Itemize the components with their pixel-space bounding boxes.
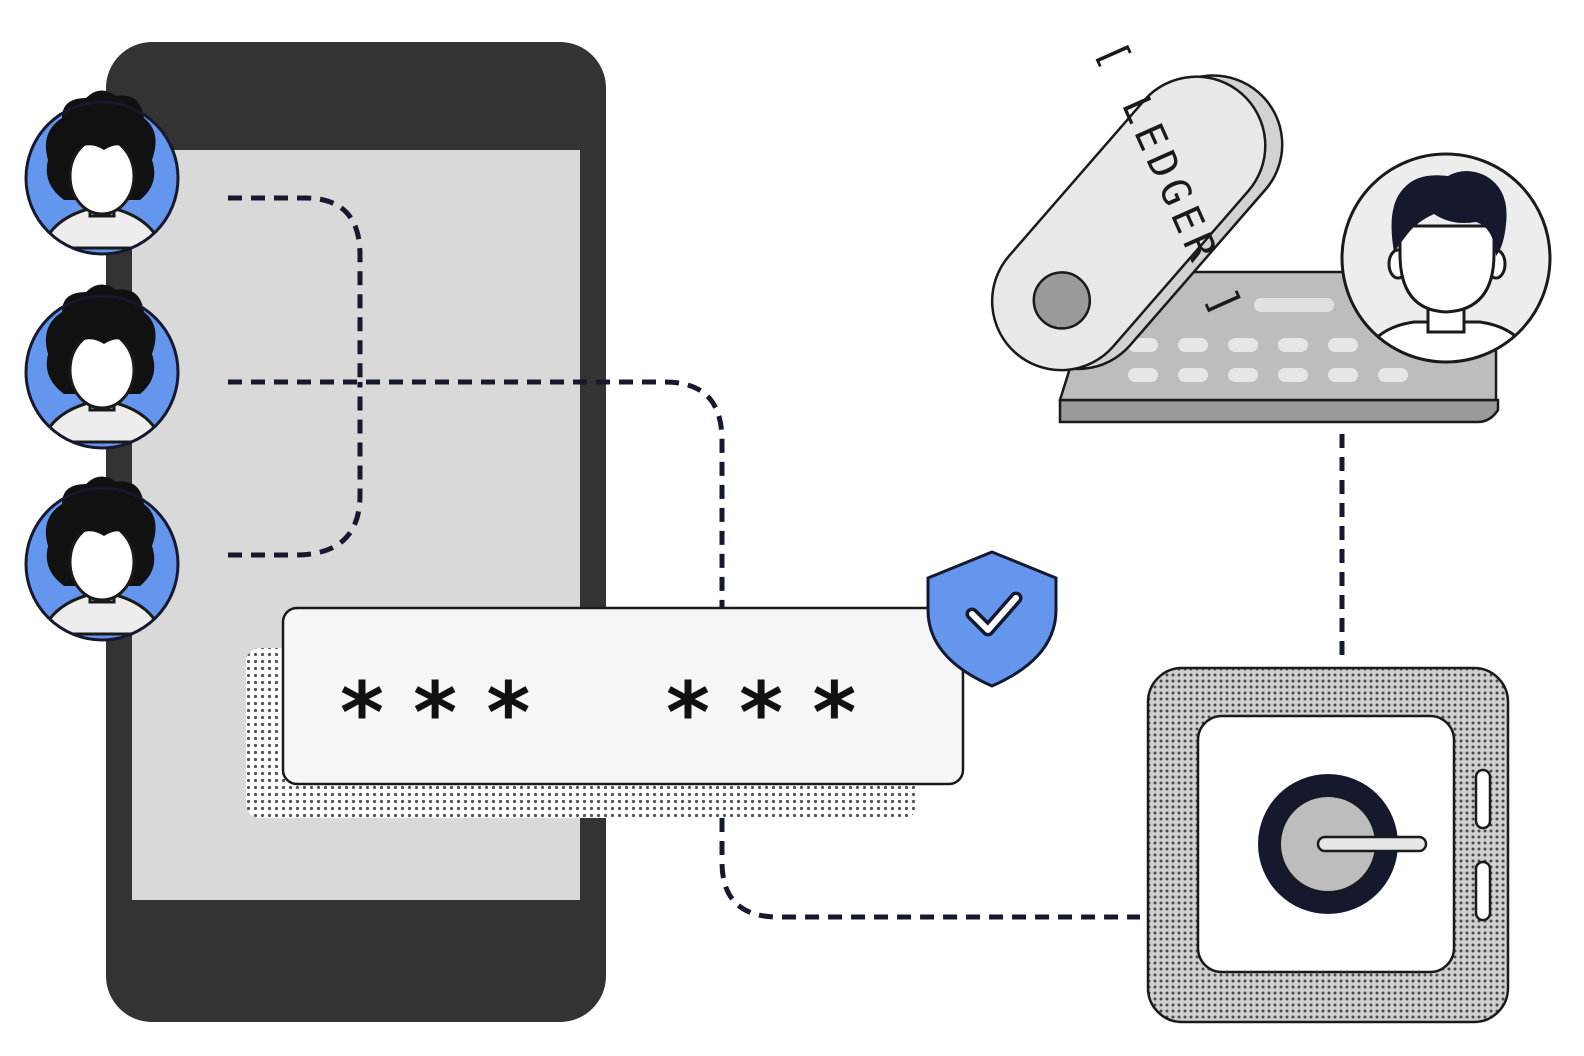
smartphone [106,42,606,1022]
password-field-group: * * * * * * [246,606,965,818]
wallet-button [1032,271,1092,330]
wallet-base-side [1058,398,1500,424]
password-mask-group-b: * * * [666,664,856,762]
connector-field-to-vault [719,818,1140,920]
vault-icon [1146,666,1510,1024]
user-avatar-2 [24,284,180,450]
connector-user-3 [228,382,363,558]
password-field [281,606,965,786]
user-avatar-3 [24,476,180,642]
password-mask-group-a: * * * [340,664,530,762]
shield-check-icon [926,550,1058,688]
vault-dial [1258,774,1428,914]
connector-user-1 [228,195,363,382]
vault-hinges [1474,768,1492,922]
connector-user-2-to-field [228,379,725,608]
vault-handle [1316,835,1428,853]
user-avatar-4 [1340,152,1552,364]
connector-lines [228,195,1345,920]
wallet-keys [1128,338,1408,382]
